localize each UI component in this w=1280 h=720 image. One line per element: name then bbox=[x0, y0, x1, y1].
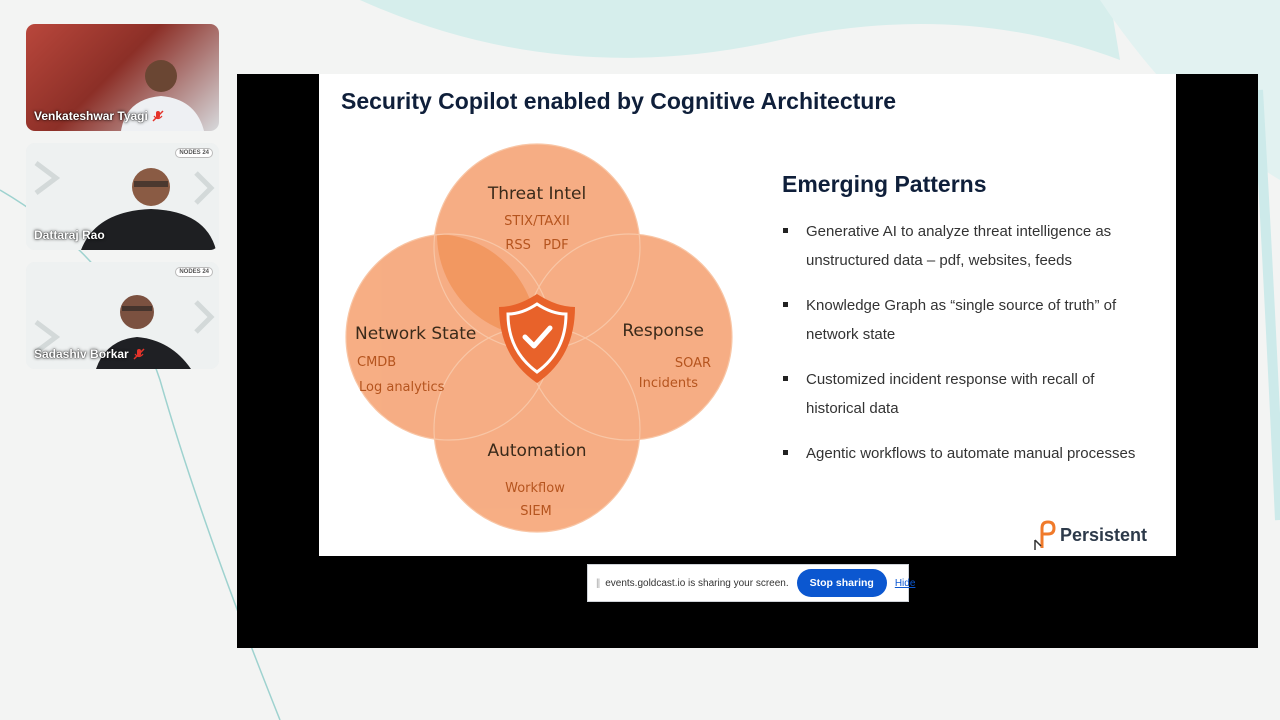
muted-mic-icon bbox=[133, 348, 145, 360]
venn-left-line2: Log analytics bbox=[359, 380, 445, 395]
participant-name: Sadashiv Borkar bbox=[34, 347, 145, 361]
bullet-icon bbox=[783, 450, 788, 455]
bullet-icon bbox=[783, 228, 788, 233]
shield-check-icon bbox=[499, 294, 575, 383]
venn-top-line1: STIX/TAXII bbox=[504, 214, 570, 229]
screen-share-bar[interactable]: || events.goldcast.io is sharing your sc… bbox=[587, 564, 915, 602]
stop-sharing-button[interactable]: Stop sharing bbox=[796, 569, 887, 597]
venn-left-title: Network State bbox=[355, 324, 476, 344]
bullet-icon bbox=[783, 302, 788, 307]
hide-link[interactable]: Hide bbox=[894, 577, 916, 589]
event-logo: NODES 24 bbox=[175, 267, 213, 277]
participant-name: Dattaraj Rao bbox=[34, 228, 105, 242]
presentation-slide: Security Copilot enabled by Cognitive Ar… bbox=[319, 74, 1176, 556]
participant-video bbox=[121, 60, 204, 131]
muted-mic-icon bbox=[152, 110, 164, 122]
persistent-logo-text: Persistent bbox=[1060, 524, 1148, 545]
participant-name: Venkateshwar Tyagi bbox=[34, 109, 164, 123]
venn-left-line1: CMDB bbox=[357, 355, 396, 370]
venn-bottom-title: Automation bbox=[487, 441, 586, 461]
venn-right-title: Response bbox=[622, 321, 704, 341]
list-item: Knowledge Graph as “single source of tru… bbox=[782, 291, 1152, 349]
participant-tile[interactable]: NODES 24 Sadashiv Borkar bbox=[26, 262, 219, 369]
venn-bottom-line2: SIEM bbox=[520, 504, 552, 519]
participant-tile[interactable]: Venkateshwar Tyagi bbox=[26, 24, 219, 131]
participant-tile[interactable]: NODES 24 Dattaraj Rao bbox=[26, 143, 219, 250]
slide-title: Security Copilot enabled by Cognitive Ar… bbox=[341, 88, 897, 114]
list-item: Generative AI to analyze threat intellig… bbox=[782, 217, 1152, 275]
patterns-list: Generative AI to analyze threat intellig… bbox=[782, 217, 1152, 484]
venn-right-line1: SOAR bbox=[675, 356, 711, 371]
venn-top-line2: RSS PDF bbox=[505, 238, 568, 253]
participant-video bbox=[26, 262, 219, 369]
persistent-logo-icon bbox=[1034, 520, 1056, 550]
venn-right-line2: Incidents bbox=[639, 376, 698, 391]
venn-circle-bottom bbox=[434, 326, 640, 532]
venn-top-title: Threat Intel bbox=[487, 184, 586, 204]
share-message: events.goldcast.io is sharing your scree… bbox=[605, 577, 789, 589]
list-item: Customized incident response with recall… bbox=[782, 365, 1152, 423]
persistent-logo: Persistent bbox=[1032, 520, 1147, 550]
event-logo: NODES 24 bbox=[175, 148, 213, 158]
patterns-title: Emerging Patterns bbox=[782, 171, 987, 197]
bullet-icon bbox=[783, 376, 788, 381]
participant-video bbox=[26, 143, 219, 250]
list-item: Agentic workflows to automate manual pro… bbox=[782, 439, 1152, 468]
venn-bottom-line1: Workflow bbox=[505, 481, 565, 496]
drag-handle-icon[interactable]: || bbox=[596, 577, 600, 589]
venn-diagram: Threat Intel STIX/TAXII RSS PDF Network … bbox=[345, 143, 733, 533]
